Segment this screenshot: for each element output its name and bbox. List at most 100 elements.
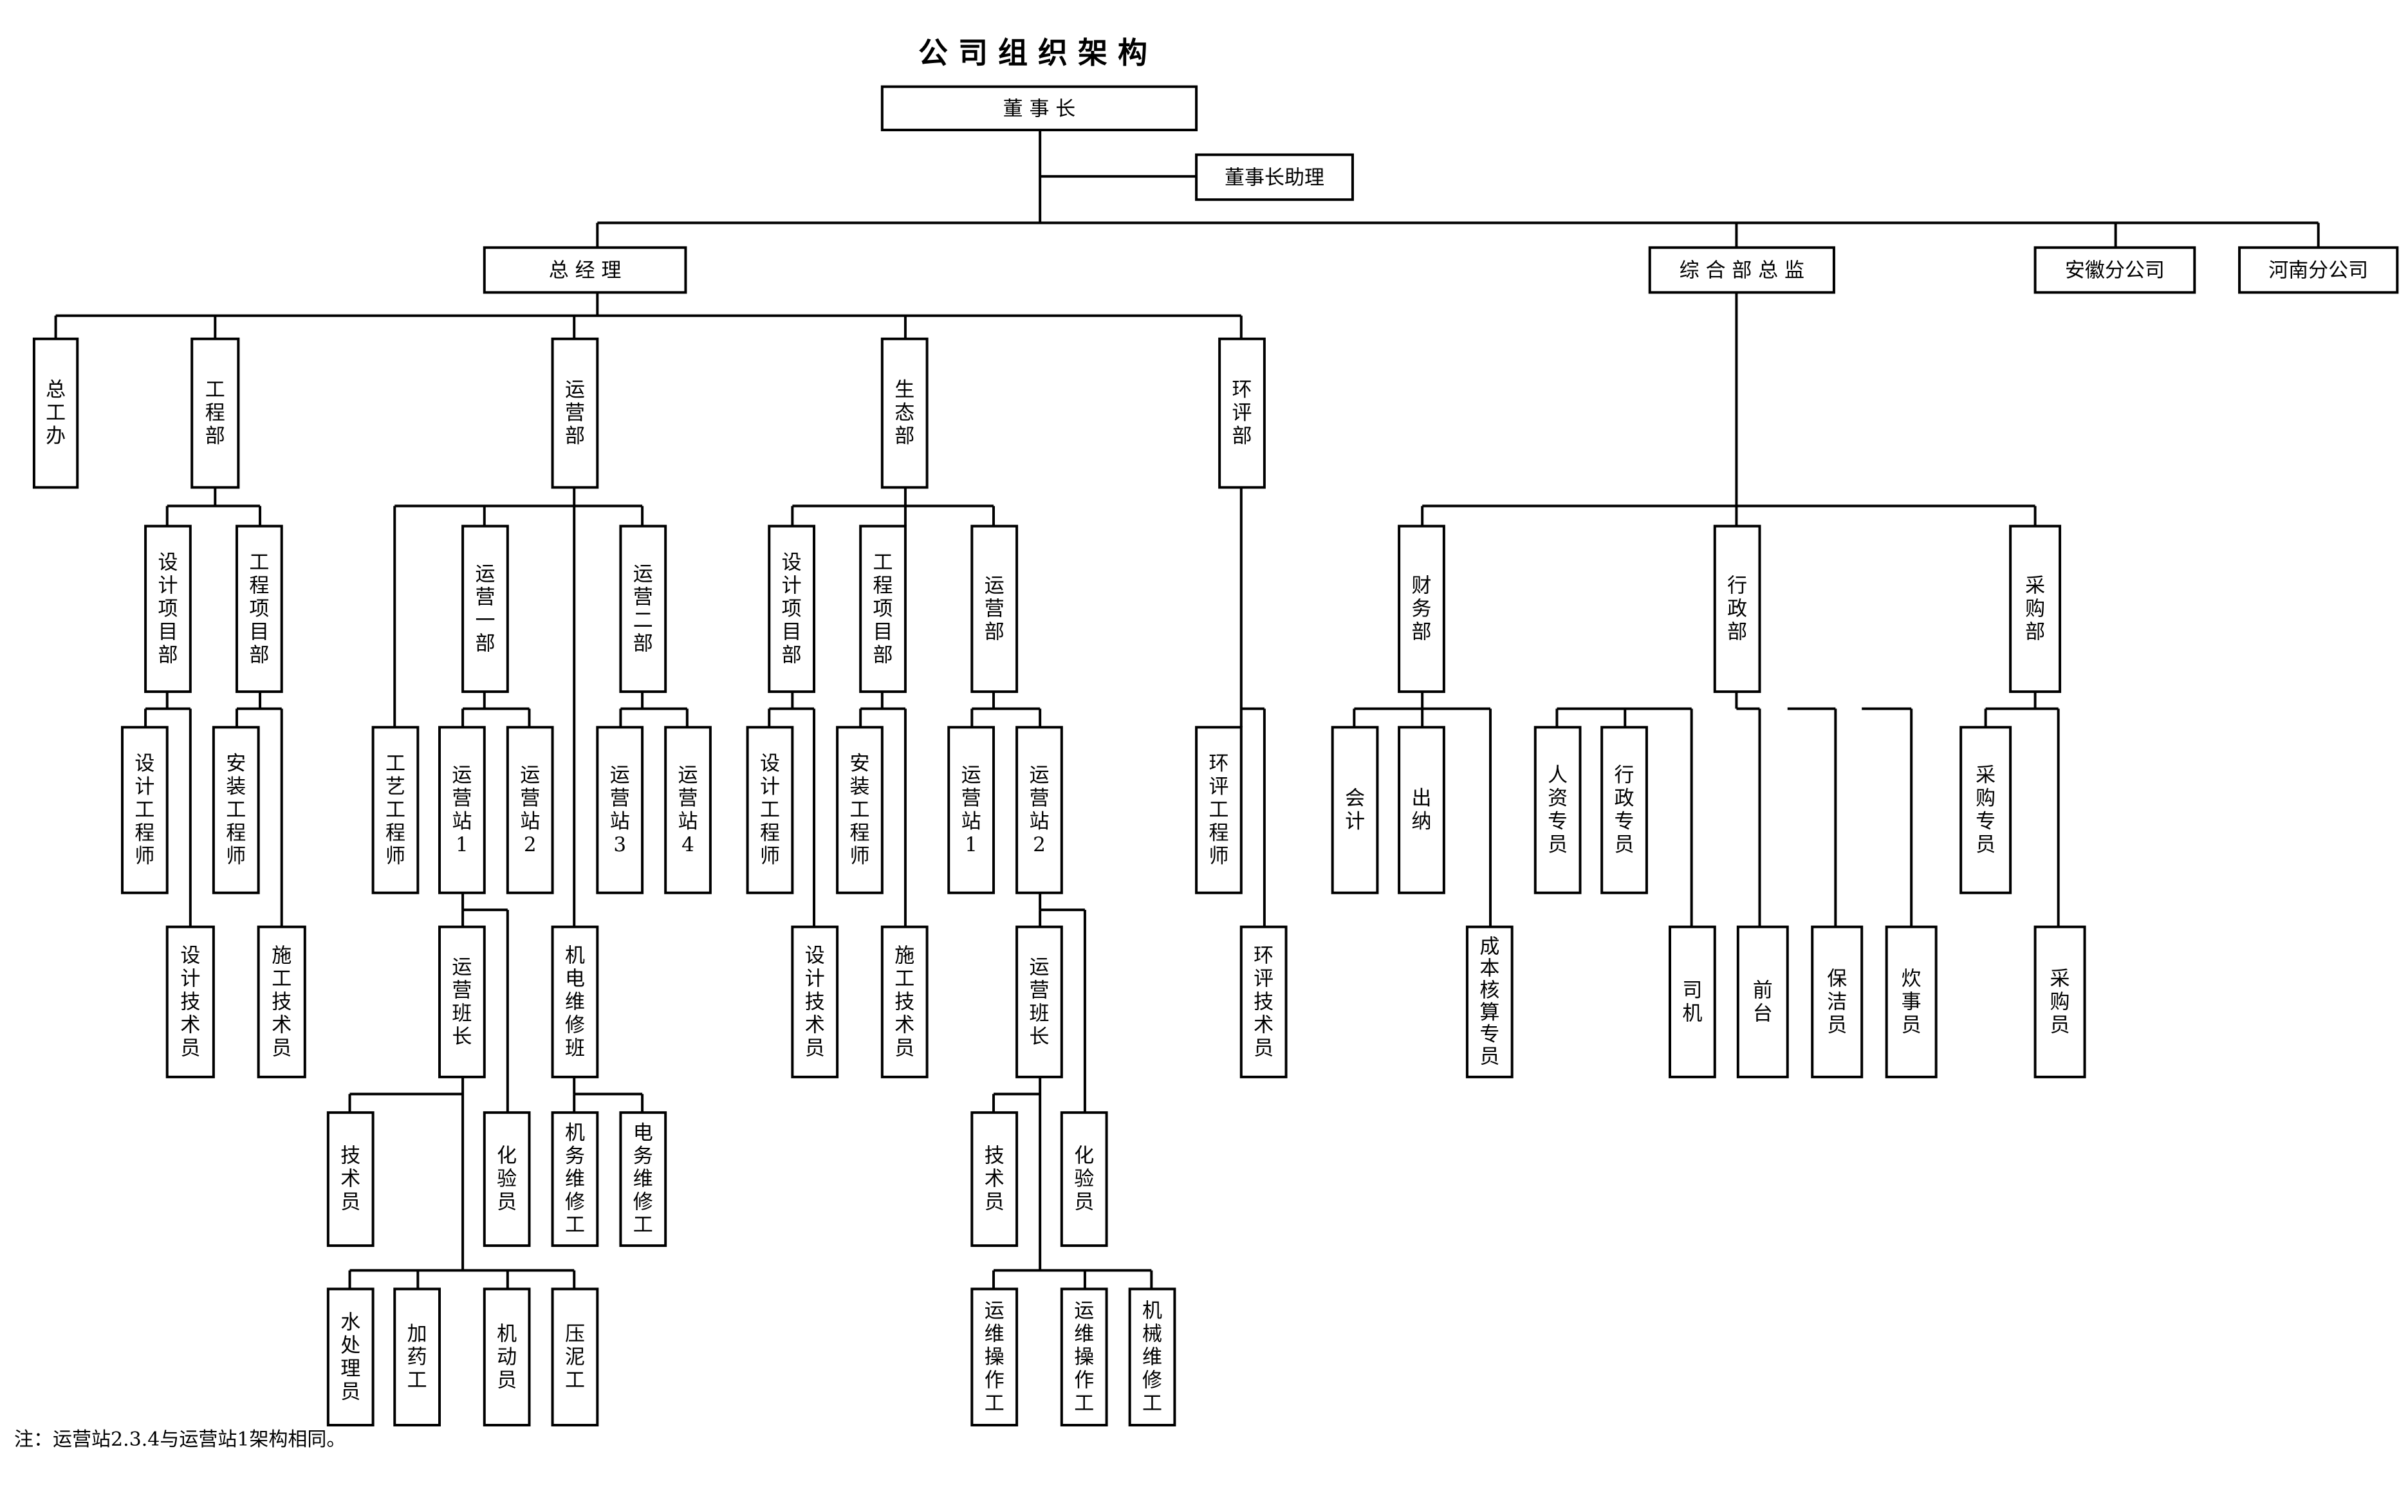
org-node-administration-dept: 行政部 (1713, 524, 1761, 694)
node-label: 会计 (1345, 787, 1365, 833)
node-label: 运营班长 (1029, 955, 1049, 1048)
org-node-finance-dept: 财务部 (1398, 524, 1445, 694)
node-box (880, 337, 929, 489)
node-box (791, 925, 839, 1078)
node-label: 设计技术员 (180, 944, 200, 1060)
node-box (1600, 726, 1648, 894)
org-node-ops-lab-tech: 化验员 (483, 1111, 531, 1248)
node-box (2033, 246, 2196, 294)
org-node-eco-operator-2: 运维操作工 (1060, 1287, 1108, 1427)
org-node-reception: 前台 (1736, 925, 1789, 1078)
node-box (551, 1287, 599, 1427)
node-label: 施工技术员 (272, 944, 292, 1060)
node-label: 技术员 (340, 1145, 360, 1214)
org-node-hr-specialist: 人资专员 (1533, 726, 1582, 894)
node-label: 环评部 (1232, 378, 1252, 448)
node-box (144, 524, 192, 694)
org-node-ops-second-dept: 运营二部 (619, 524, 667, 694)
node-box (1736, 925, 1789, 1078)
org-node-henan-branch: 河南分公司 (2238, 246, 2399, 294)
node-box (970, 524, 1019, 694)
node-box (483, 1111, 531, 1248)
node-box (120, 726, 169, 894)
org-node-driver: 司机 (1668, 925, 1716, 1078)
node-box (1668, 925, 1716, 1078)
node-box (1713, 524, 1761, 694)
node-label: 设计项目部 (158, 551, 178, 667)
node-box (2009, 524, 2062, 694)
node-label: 水处理员 (340, 1311, 360, 1403)
node-box (1015, 925, 1063, 1078)
org-node-eng-construction-project-dept: 工程项目部 (235, 524, 283, 694)
node-label: 工程部 (205, 378, 225, 448)
node-box (746, 726, 794, 894)
node-label: 工程项目部 (249, 551, 269, 667)
org-node-admin-director: 综 合 部 总 监 (1648, 246, 1835, 294)
node-box (619, 1111, 667, 1248)
org-node-accountant: 会计 (1331, 726, 1379, 894)
org-node-general-manager: 总 经 理 (483, 246, 687, 294)
node-label: 生态部 (894, 378, 914, 448)
node-label: 设计工程师 (760, 752, 780, 868)
org-node-chief-engineer-office: 总工办 (32, 337, 79, 489)
node-label: 人资专员 (1548, 764, 1568, 856)
node-label: 设计工程师 (134, 752, 154, 868)
org-node-ops-technician: 技术员 (326, 1111, 375, 1248)
node-label: 机械维修工 (1142, 1299, 1162, 1415)
node-box (2238, 246, 2399, 294)
org-node-eco-design-project-dept: 设计项目部 (768, 524, 816, 694)
org-node-eco-construction-project-dept: 工程项目部 (859, 524, 907, 694)
node-box (1959, 726, 2012, 894)
node-box (438, 726, 486, 894)
node-box (1465, 925, 1514, 1078)
node-box (1015, 726, 1063, 894)
node-label: 财务部 (1411, 574, 1431, 643)
org-node-ops-sludge: 压泥工 (551, 1287, 599, 1427)
org-node-procurement-specialist: 采购专员 (1959, 726, 2012, 894)
node-label: 采购员 (2050, 967, 2070, 1037)
org-node-operations-dept: 运营部 (551, 337, 599, 489)
org-node-purchaser: 采购员 (2033, 925, 2086, 1078)
node-box (1060, 1287, 1108, 1427)
node-label: 采购部 (2025, 574, 2045, 643)
org-node-eia-technician: 环评技术员 (1239, 925, 1288, 1078)
node-label: 运营部 (565, 378, 585, 448)
org-node-ops-water-treatment: 水处理员 (326, 1287, 375, 1427)
node-box (1218, 337, 1266, 489)
node-box (1533, 726, 1582, 894)
node-box (438, 925, 486, 1078)
node-label: 成本核算专员 (1479, 935, 1499, 1068)
node-label: 出纳 (1411, 787, 1431, 833)
node-label: 机务维修工 (565, 1121, 585, 1237)
node-label: 电务维修工 (633, 1121, 653, 1237)
org-node-eco-install-engineer: 安装工程师 (836, 726, 884, 894)
node-box (970, 1111, 1019, 1248)
node-label: 工艺工程师 (385, 752, 405, 868)
node-label: 安装工程师 (226, 752, 246, 868)
node-box (551, 925, 599, 1078)
node-label: 总工办 (46, 378, 66, 448)
node-box (506, 726, 554, 894)
node-label: 河南分公司 (2268, 259, 2368, 282)
org-node-ops-shift-leader: 运营班长 (438, 925, 486, 1078)
node-label: 设计技术员 (805, 944, 825, 1060)
org-node-procurement-dept: 采购部 (2009, 524, 2062, 694)
org-node-cashier: 出纳 (1398, 726, 1445, 894)
node-box (619, 524, 667, 694)
node-label: 运营部 (985, 574, 1005, 643)
node-label: 前台 (1753, 979, 1773, 1025)
chart-title: 公 司 组 织 架 构 (918, 35, 1147, 70)
node-label: 安徽分公司 (2065, 259, 2165, 282)
node-box (1811, 925, 1864, 1078)
node-label: 环评工程师 (1209, 752, 1228, 868)
node-box (859, 524, 907, 694)
node-label: 机动员 (497, 1322, 517, 1392)
org-node-eco-operator-1: 运维操作工 (970, 1287, 1019, 1427)
node-box (596, 726, 644, 894)
node-label: 技术员 (985, 1145, 1005, 1214)
